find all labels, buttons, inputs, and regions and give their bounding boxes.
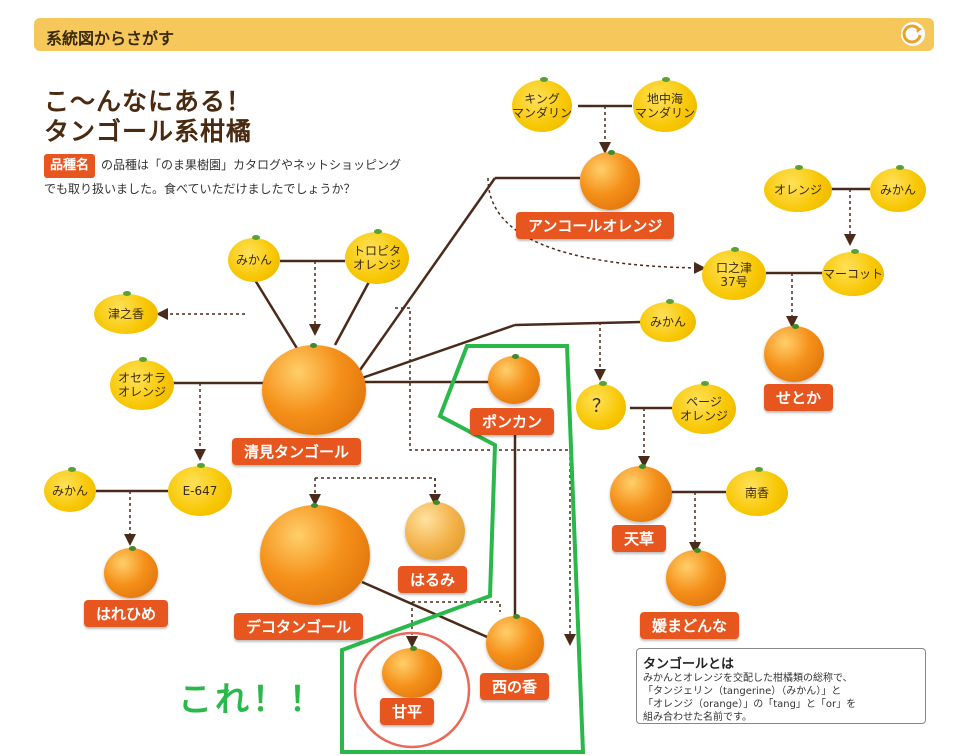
fruit-setoka-image (764, 324, 824, 382)
section-title: 系統図からさがす (46, 29, 175, 48)
headline-line2: タンゴール系柑橘 (44, 117, 253, 146)
parent-kuchinotsu-37[interactable]: 口之津 37号 (702, 247, 766, 300)
fruit-dekopon-image (260, 503, 370, 605)
parent-page-orange[interactable]: ページ オレンジ (672, 381, 736, 434)
highlight-outline (340, 344, 586, 754)
callout-text: これ！！ (178, 680, 326, 720)
parent-orange[interactable]: オレンジ (764, 165, 832, 212)
fruit-nishinokaori-image (486, 614, 544, 670)
variety-nishinokaori-label[interactable]: 西の香 (480, 673, 550, 700)
parent-king-mandarin[interactable]: キング マンダリン (512, 77, 572, 132)
kanpei-circle (353, 631, 471, 749)
parent-tsunokaori[interactable]: 津之香 (94, 291, 158, 334)
parent-troyer-orange[interactable]: トロピタ オレンジ (345, 229, 409, 284)
variety-harumi-label[interactable]: はるみ (398, 566, 468, 593)
parent-osceola-orange[interactable]: オセオラ オレンジ (110, 357, 174, 410)
fruit-ponkan-image (488, 354, 540, 404)
variety-dekopon-label[interactable]: デコタンゴール (234, 613, 364, 640)
description-line2: 「タンジェリン（tangerine）（みかん）」と (643, 686, 842, 697)
section-header: 系統図からさがす (34, 18, 934, 51)
fruit-ehime-madonna-image (666, 548, 726, 606)
variety-kiyomi-label[interactable]: 清見タンゴール (232, 438, 362, 465)
description-title: タンゴールとは (643, 657, 735, 672)
intro-text: 品種名の品種は「のま果樹園」カタログやネットショッピング でも取り扱いました。食… (44, 154, 474, 200)
fruit-ancore-image (580, 150, 640, 210)
parent-mikan-top[interactable]: みかん (228, 235, 280, 282)
description-line1: みかんとオレンジを交配した柑橘類の総称で、 (643, 673, 853, 684)
reload-icon[interactable] (900, 21, 926, 47)
fruit-harehime-image (104, 546, 158, 598)
parent-mikan-left[interactable]: みかん (44, 467, 96, 512)
parent-nanko[interactable]: 南香 (726, 467, 788, 516)
variety-ancore-label[interactable]: アンコールオレンジ (516, 212, 675, 239)
description-line3: 「オレンジ（orange）」の「tang」と「or」を (643, 699, 857, 710)
fruit-harumi-image (405, 500, 465, 560)
intro-line1: の品種は「のま果樹園」カタログやネットショッピング (101, 158, 402, 172)
parent-e647[interactable]: E-647 (168, 463, 232, 516)
variety-amakusa-label[interactable]: 天草 (612, 525, 667, 552)
fruit-kiyomi-image (262, 343, 366, 435)
tangor-description-box: タンゴールとは みかんとオレンジを交配した柑橘類の総称で、 「タンジェリン（ta… (636, 648, 926, 724)
variety-setoka-label[interactable]: せとか (764, 384, 834, 411)
variety-name-tag: 品種名 (44, 154, 96, 178)
parent-mikan-topright[interactable]: みかん (870, 165, 926, 212)
variety-harehime-label[interactable]: はれひめ (84, 600, 169, 627)
variety-ehime-madonna-label[interactable]: 媛まどんな (640, 612, 740, 639)
headline-line1: こ〜んなにある！ (44, 87, 253, 116)
intro-line2: でも取り扱いました。食べていただけましたでしょうか？ (44, 182, 356, 196)
fruit-amakusa-image (610, 464, 672, 522)
variety-kanpei-label[interactable]: 甘平 (380, 698, 435, 725)
parent-mediterranean-mandarin[interactable]: 地中海 マンダリン (633, 77, 697, 132)
fruit-kanpei-image (382, 646, 442, 698)
description-line4: 組み合わせた名前です。 (643, 712, 752, 723)
variety-ponkan-label[interactable]: ポンカン (470, 408, 555, 435)
parent-unknown[interactable]: ？ (576, 381, 626, 430)
parent-murcott[interactable]: マーコット (822, 249, 884, 296)
parent-mikan-middle[interactable]: みかん (640, 299, 696, 342)
